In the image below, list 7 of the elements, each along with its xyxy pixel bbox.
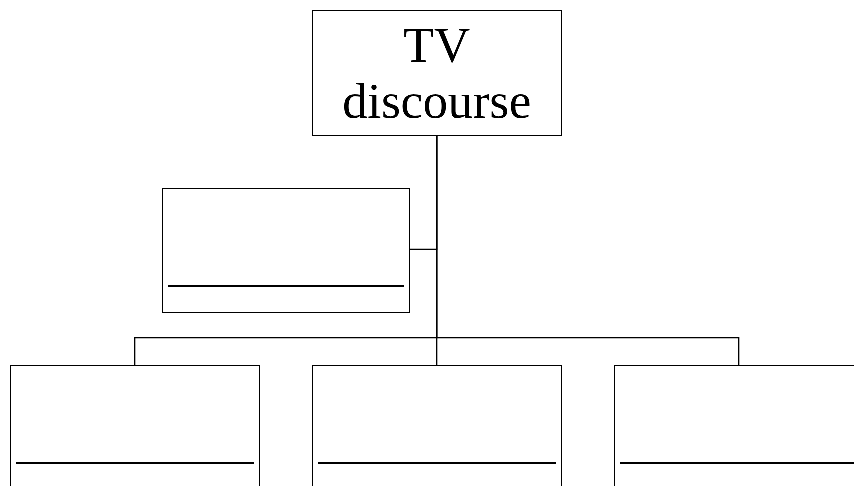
empty-box (614, 365, 854, 486)
title-box (312, 10, 562, 136)
empty-box (312, 365, 562, 486)
empty-box (162, 188, 410, 313)
box-title: TV discourse (342, 17, 532, 129)
empty-box (10, 365, 260, 486)
connector-line (436, 136, 740, 365)
